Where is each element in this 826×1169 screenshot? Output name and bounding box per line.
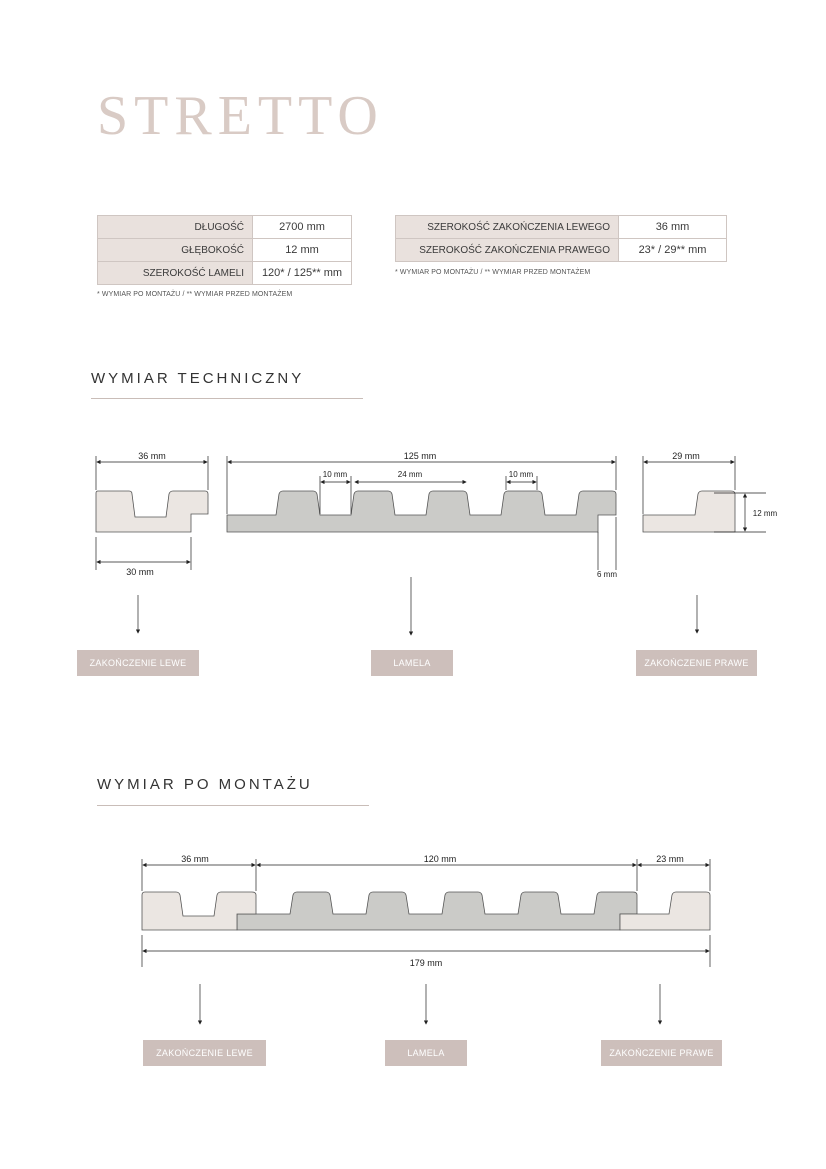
section-heading-technical: WYMIAR TECHNICZNY xyxy=(91,370,305,387)
spec-row: GŁĘBOKOŚĆ 12 mm xyxy=(97,238,352,262)
right-end-profile xyxy=(619,891,711,931)
dim-rib: 24 mm xyxy=(398,470,423,479)
left-end-profile xyxy=(141,891,257,931)
dim-left-bottom: 30 mm xyxy=(126,567,154,577)
spec-table-left: DŁUGOŚĆ 2700 mm GŁĘBOKOŚĆ 12 mm SZEROKOŚ… xyxy=(97,215,352,285)
spec-value: 120* / 125** mm xyxy=(252,261,352,285)
spec-label: SZEROKOŚĆ ZAKOŃCZENIA PRAWEGO xyxy=(395,238,619,262)
dim-left-width: 36 mm xyxy=(181,854,209,864)
spec-row: SZEROKOŚĆ ZAKOŃCZENIA LEWEGO 36 mm xyxy=(395,215,727,239)
spec-label: SZEROKOŚĆ LAMELI xyxy=(97,261,253,285)
spec-row: DŁUGOŚĆ 2700 mm xyxy=(97,215,352,239)
spec-label: DŁUGOŚĆ xyxy=(97,215,253,239)
section-heading-mounted: WYMIAR PO MONTAŻU xyxy=(97,776,313,793)
spec-row: SZEROKOŚĆ LAMELI 120* / 125** mm xyxy=(97,261,352,285)
technical-drawing: 36 mm 30 mm 125 mm 10 mm 24 mm 10 mm 6 m… xyxy=(95,451,778,636)
label-lamela: LAMELA xyxy=(385,1040,467,1066)
mounted-drawing: 36 mm 120 mm 23 mm 179 mm xyxy=(141,854,711,968)
spec-right-note: * WYMIAR PO MONTAŻU / ** WYMIAR PRZED MO… xyxy=(395,269,591,276)
dim-depth: 12 mm xyxy=(753,509,778,518)
dim-gap-1: 10 mm xyxy=(323,470,348,479)
dim-lamela-width: 120 mm xyxy=(424,854,457,864)
spec-left-note: * WYMIAR PO MONTAŻU / ** WYMIAR PRZED MO… xyxy=(97,291,293,298)
label-right-end: ZAKOŃCZENIE PRAWE xyxy=(601,1040,722,1066)
dim-tongue: 6 mm xyxy=(597,570,617,579)
page-title: STRETTO xyxy=(97,85,384,147)
spec-value: 23* / 29** mm xyxy=(618,238,727,262)
spec-table-right: SZEROKOŚĆ ZAKOŃCZENIA LEWEGO 36 mm SZERO… xyxy=(395,215,727,262)
dim-right-width: 23 mm xyxy=(656,854,684,864)
section-rule xyxy=(91,398,363,399)
spec-label: SZEROKOŚĆ ZAKOŃCZENIA LEWEGO xyxy=(395,215,619,239)
spec-value: 2700 mm xyxy=(252,215,352,239)
dim-total: 179 mm xyxy=(410,958,443,968)
label-lamela: LAMELA xyxy=(371,650,453,676)
spec-label: GŁĘBOKOŚĆ xyxy=(97,238,253,262)
dim-lamela-width: 125 mm xyxy=(404,451,437,461)
spec-value: 36 mm xyxy=(618,215,727,239)
dim-gap-2: 10 mm xyxy=(509,470,534,479)
left-end-profile xyxy=(95,490,209,533)
label-left-end: ZAKOŃCZENIE LEWE xyxy=(77,650,199,676)
label-right-end: ZAKOŃCZENIE PRAWE xyxy=(636,650,757,676)
label-left-end: ZAKOŃCZENIE LEWE xyxy=(143,1040,266,1066)
spec-row: SZEROKOŚĆ ZAKOŃCZENIA PRAWEGO 23* / 29**… xyxy=(395,238,727,262)
right-end-profile xyxy=(642,490,736,533)
lamela-profile xyxy=(236,891,638,931)
lamela-profile xyxy=(226,490,617,533)
section-rule xyxy=(97,805,369,806)
dim-left-width: 36 mm xyxy=(138,451,166,461)
dim-right-width: 29 mm xyxy=(672,451,700,461)
mounted-pointers xyxy=(197,984,663,1025)
spec-value: 12 mm xyxy=(252,238,352,262)
